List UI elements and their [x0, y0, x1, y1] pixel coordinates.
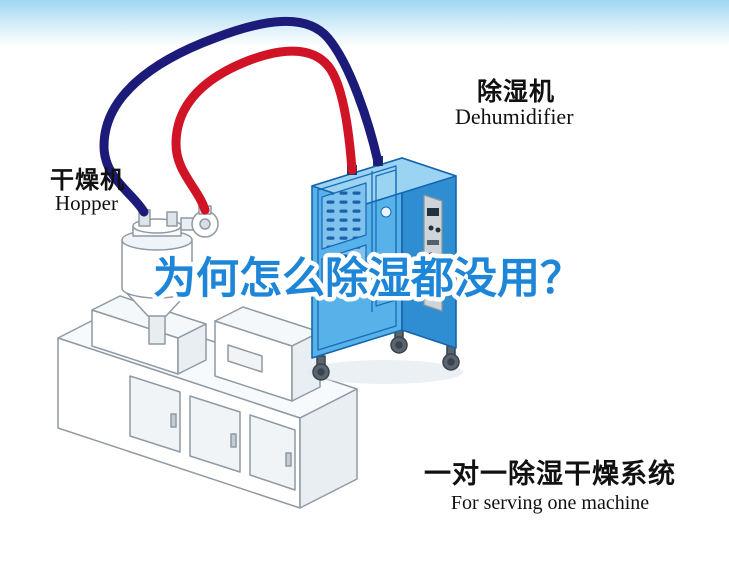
front-door-panel — [375, 169, 397, 307]
extruder-door — [189, 395, 241, 473]
dryer-label-cn: 干燥机 — [50, 167, 125, 194]
footer-subtitle-en: For serving one machine — [450, 492, 650, 514]
caster-wheels — [312, 328, 460, 381]
door-handle — [230, 433, 237, 448]
door-handle — [285, 452, 292, 467]
hopper-cylinder — [121, 240, 193, 299]
red-hose — [171, 46, 357, 215]
control-button — [428, 225, 434, 231]
hopper-support-tube — [148, 313, 166, 345]
control-button — [428, 252, 434, 258]
control-button — [435, 254, 441, 260]
brand-badge — [380, 206, 392, 218]
dryer-label-en: Hopper — [55, 191, 118, 215]
dehumidifier-label-cn: 除湿机 — [477, 78, 556, 106]
control-button — [435, 227, 441, 233]
door-handle — [170, 413, 177, 428]
navy-hose — [99, 16, 383, 217]
extruder-door — [249, 414, 296, 491]
control-switch — [427, 268, 439, 273]
control-switch — [427, 240, 439, 245]
vent-grille-lower — [322, 245, 366, 297]
main-title: 为何怎么除湿都没用？ — [153, 254, 583, 304]
extruder-cabinet-panel — [227, 344, 263, 373]
extruder-machine — [57, 295, 358, 509]
footer-title-cn: 一对一除湿干燥系统 — [424, 459, 676, 489]
dehumidifier-label-en: Dehumidifier — [455, 104, 574, 129]
vent-grille-upper — [322, 183, 366, 249]
dehumidifier-unit — [307, 156, 463, 384]
top-gradient-band — [0, 0, 729, 46]
hoses — [99, 16, 383, 217]
hopper-pedestal-side — [177, 323, 207, 375]
extruder-end-face — [299, 388, 358, 509]
blower-hub — [199, 218, 211, 230]
control-panel-strip — [423, 194, 443, 312]
hopper-assembly — [121, 205, 219, 345]
control-display — [427, 208, 439, 216]
hose-stub-right — [166, 211, 178, 227]
extruder-door — [129, 375, 181, 453]
dehumidifier-shadow — [307, 360, 463, 384]
front-inset-border — [317, 165, 397, 351]
